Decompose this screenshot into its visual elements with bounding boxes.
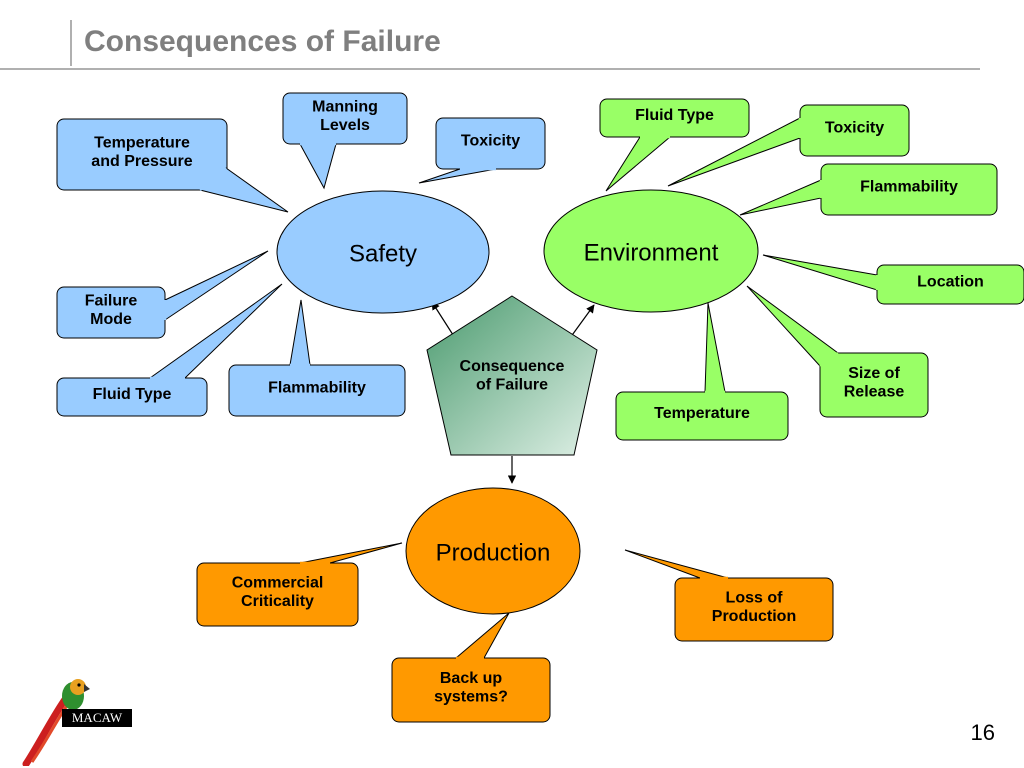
page-number: 16 bbox=[970, 720, 995, 745]
safety-factor-callout: Toxicity bbox=[418, 117, 546, 184]
center-label: Consequence bbox=[460, 358, 565, 375]
callout-pointer bbox=[746, 285, 839, 367]
callout-label: Temperature bbox=[94, 134, 190, 151]
callout-pointer bbox=[299, 542, 403, 564]
callout-joint bbox=[819, 351, 839, 368]
environment-hub: Environment bbox=[543, 189, 759, 313]
callout-label: Levels bbox=[320, 117, 370, 134]
callout-box bbox=[282, 92, 408, 145]
callout-label: Back up bbox=[440, 670, 502, 687]
callout-label: systems? bbox=[434, 689, 508, 706]
callout-label: and Pressure bbox=[91, 153, 192, 170]
arrow-to-safety bbox=[431, 301, 456, 339]
callout-label: Size of bbox=[848, 365, 900, 382]
callout-label: Failure bbox=[85, 292, 138, 309]
macaw-logo-label: MACAW bbox=[62, 709, 132, 727]
hub-ellipse bbox=[543, 189, 759, 313]
environment-factor-callout: Flammability bbox=[739, 163, 998, 216]
callout-label: Toxicity bbox=[825, 120, 884, 137]
environment-factor-callout: Toxicity bbox=[667, 104, 910, 187]
arrow-to-environment bbox=[569, 304, 595, 339]
title-accent-bar bbox=[70, 20, 72, 66]
title-divider bbox=[0, 68, 980, 70]
callout-label: Location bbox=[917, 274, 984, 291]
callout-joint bbox=[199, 167, 227, 191]
callout-label: Production bbox=[712, 608, 796, 625]
callout-label: Toxicity bbox=[461, 133, 520, 150]
callout-box bbox=[56, 118, 228, 191]
callout-box bbox=[228, 364, 406, 417]
safety-hub: Safety bbox=[276, 190, 490, 314]
callout-label: Manning bbox=[312, 98, 378, 115]
callout-box bbox=[196, 562, 359, 627]
center-label: of Failure bbox=[476, 377, 548, 394]
callout-label: Criticality bbox=[241, 593, 314, 610]
callout-label: Mode bbox=[90, 311, 132, 328]
callout-label: Flammability bbox=[268, 380, 366, 397]
hub-label: Production bbox=[436, 539, 551, 566]
production-factor-callout: Loss of Production bbox=[624, 549, 834, 642]
macaw-parrot-icon bbox=[22, 679, 90, 766]
safety-factor-callout: Fluid Type bbox=[56, 283, 283, 417]
callout-pointer bbox=[299, 143, 337, 190]
environment-factor-callout: Temperature bbox=[615, 302, 789, 441]
callout-pointer bbox=[289, 299, 311, 366]
callout-pointer bbox=[605, 136, 672, 192]
hub-ellipse bbox=[276, 190, 490, 314]
callout-pointer bbox=[739, 179, 822, 216]
callout-label: Temperature bbox=[654, 405, 750, 422]
callout-label: Release bbox=[844, 384, 905, 401]
callout-box bbox=[615, 391, 789, 441]
center-pentagon bbox=[426, 295, 598, 456]
production-hub: Production bbox=[405, 487, 581, 615]
safety-factor-callout: Flammability bbox=[228, 299, 406, 417]
callout-pointer bbox=[624, 549, 729, 579]
callout-label: Fluid Type bbox=[635, 107, 714, 124]
callout-box bbox=[56, 377, 208, 417]
callout-label: Fluid Type bbox=[93, 386, 172, 403]
hub-label: Environment bbox=[584, 239, 719, 266]
environment-factor-callout: Fluid Type bbox=[599, 98, 750, 192]
callout-label: Loss of bbox=[726, 589, 784, 606]
slide-title: Consequences of Failure bbox=[84, 25, 441, 58]
environment-factor-callout: Location bbox=[762, 254, 1024, 305]
callout-pointer bbox=[762, 254, 878, 291]
callout-label: Flammability bbox=[860, 179, 958, 196]
callout-box bbox=[674, 577, 834, 642]
callout-label: Commercial bbox=[232, 574, 324, 591]
hub-ellipse bbox=[405, 487, 581, 615]
consequence-of-failure-node: Consequence of Failure bbox=[426, 295, 598, 456]
callout-box bbox=[819, 352, 929, 418]
production-factor-callout: Back up systems? bbox=[391, 612, 551, 723]
callout-pointer bbox=[704, 302, 726, 393]
callout-box bbox=[599, 98, 750, 138]
hub-label: Safety bbox=[349, 240, 417, 267]
callout-pointer bbox=[454, 612, 510, 659]
safety-factor-callout: Temperature and Pressure bbox=[56, 118, 289, 213]
environment-factor-callout: Size of Release bbox=[746, 285, 929, 418]
callout-pointer bbox=[418, 168, 497, 184]
